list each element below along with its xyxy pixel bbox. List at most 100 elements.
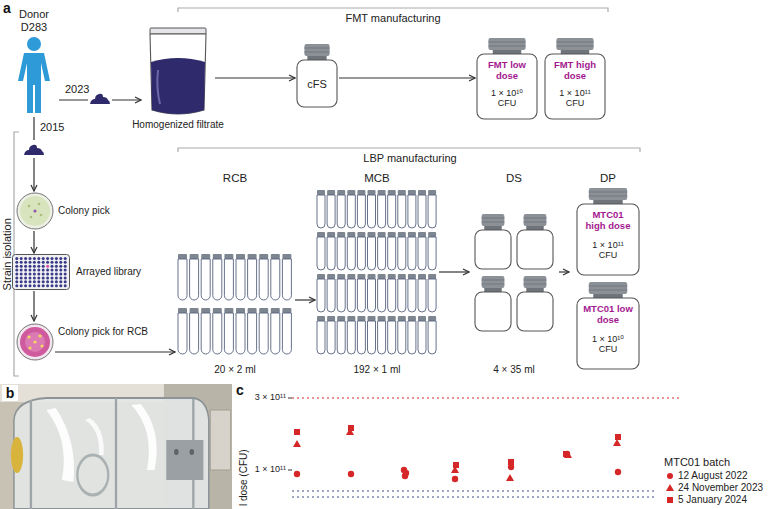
graphic-shape [11,437,23,473]
graphic-shape [28,205,31,208]
graphic-shape [151,58,205,114]
graphic-shape [55,273,58,276]
graphic-shape [37,257,40,260]
graphic-shape [378,279,386,312]
graphic-shape [307,56,326,60]
graphic-shape [24,257,27,260]
graphic-shape [59,284,62,287]
graphic-shape [337,237,345,270]
graphic-shape [337,195,345,228]
graphic-shape [613,439,621,446]
graphic-shape [59,280,62,283]
graphic-shape [615,469,621,475]
graphic-shape [224,259,233,300]
graphic-shape [593,200,622,204]
volume-label: 20 × 2 ml [176,364,294,376]
graphic-shape [17,324,53,360]
graphic-shape [15,265,18,268]
graphic-shape [428,274,436,279]
agar-plate-graphic [16,322,54,362]
graphic-shape [418,237,426,270]
graphic-shape [388,232,396,237]
graphic-shape [64,265,67,268]
graphic-shape [561,50,590,54]
flow-arrow [295,299,315,300]
graphic-shape [337,316,345,321]
graphic-shape [15,257,18,260]
graphic-shape [388,237,396,270]
year-label: 2023 [65,83,89,96]
legend-title: MTC01 batch [664,456,764,469]
graphic-shape [64,273,67,276]
legend-marker [666,484,674,491]
graphic-shape [418,279,426,312]
graphic-shape [615,434,621,440]
tube-bank: RCB20 × 2 ml [176,168,294,378]
graphic-shape [418,232,426,237]
graphic-shape [33,257,36,260]
graphic-shape [213,308,222,313]
graphic-shape [418,321,426,354]
axis-title: l dose (CFU) [238,433,250,509]
graphic-shape [388,195,396,228]
graphic-shape [428,316,436,321]
chart-reference-lines [288,398,682,497]
graphic-shape [428,195,436,228]
stage-heading: DS [470,172,558,185]
graphic-shape [20,261,23,264]
graphic-shape [327,190,335,195]
graphic-shape [327,279,335,312]
graphic-shape [51,265,54,268]
graphic-shape [15,280,18,283]
graphic-shape [346,428,354,435]
graphic-shape [348,471,354,477]
graphic-shape [484,288,501,292]
dose-cfu: 1 × 10¹⁰ CFU [582,334,634,355]
step-label: Arrayed library [76,266,156,278]
bag-label: Homogenized filtrate [117,119,239,131]
tube-bank: MCB192 × 1 ml [316,168,438,378]
graphic-shape [288,470,292,471]
flow-arrow [33,231,34,253]
graphic-shape [42,284,45,287]
graphic-shape [20,327,50,357]
graphic-shape [40,214,43,217]
fmt-bottle: FMT low dose1 × 10¹⁰ CFU [476,38,538,120]
graphic-shape [368,195,376,228]
dose-cfu: 1 × 10¹⁰ CFU [482,88,532,109]
graphic-shape [259,254,268,259]
graphic-shape [564,451,570,457]
graphic-shape [482,276,505,288]
graphic-shape [64,284,67,287]
graphic-shape [271,308,280,313]
graphic-shape [368,316,376,321]
graphic-shape [556,38,593,50]
graphic-shape [453,462,459,468]
graphic-shape [13,255,70,290]
graphic-shape [20,276,23,279]
graphic-shape [357,279,365,312]
graphic-shape [29,280,32,283]
agar-plate-graphic [16,192,54,230]
panel-letter: c [236,382,252,398]
graphic-shape [327,237,335,270]
graphic-shape [282,313,291,354]
graphic-shape [24,269,27,272]
graphic-shape [398,321,406,354]
graphic-shape [20,273,23,276]
graphic-shape [51,273,54,276]
graphic-shape [29,276,32,279]
graphic-shape [327,321,335,354]
graphic-shape [317,321,325,354]
graphic-shape [428,321,436,354]
graphic-shape [337,232,345,237]
graphic-shape [27,335,30,338]
graphic-shape [368,232,376,237]
volume-label: 4 × 35 ml [470,364,558,376]
graphic-shape [288,398,292,399]
graphic-shape [368,237,376,270]
graphic-shape [451,466,459,473]
volume-label: 192 × 1 ml [316,364,438,376]
graphic-shape [477,54,537,119]
graphic-shape [51,280,54,283]
